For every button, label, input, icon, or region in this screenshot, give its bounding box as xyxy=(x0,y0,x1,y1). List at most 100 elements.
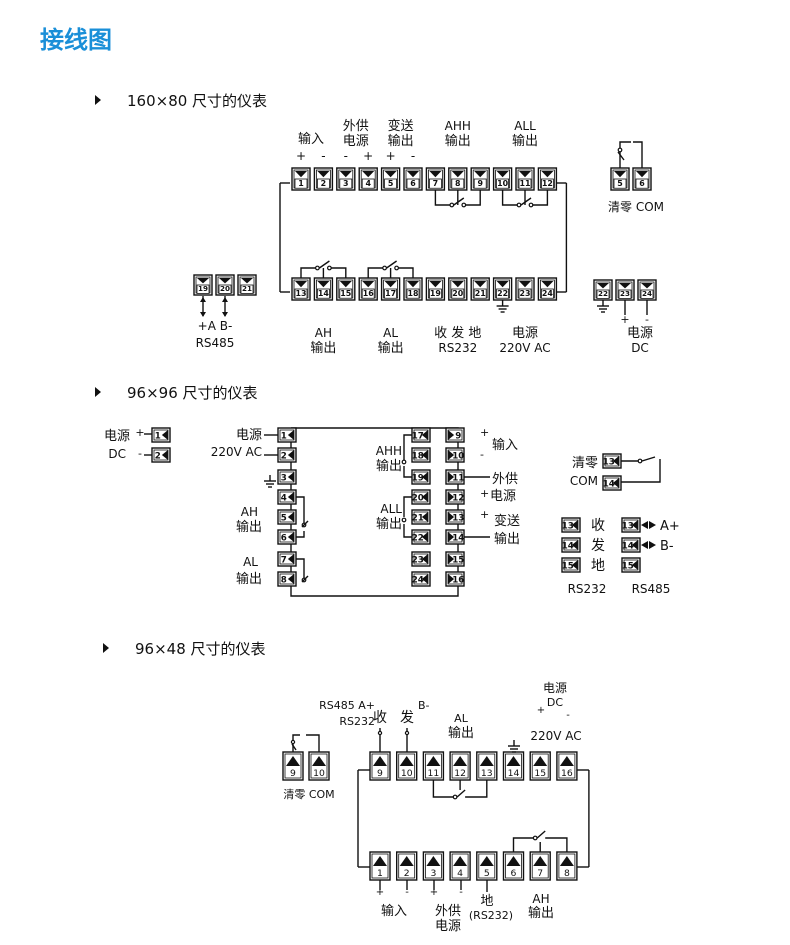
terminal-arrow-icon xyxy=(241,278,253,284)
frame xyxy=(290,427,459,597)
wire xyxy=(300,267,318,278)
label-all: ALL xyxy=(380,502,402,516)
terminal-inner xyxy=(371,853,389,879)
terminal-left-5: 5 xyxy=(277,509,297,525)
terminal-inner-24: 24 xyxy=(411,571,431,587)
contact xyxy=(617,147,623,153)
terminal-number: 10 xyxy=(497,179,509,188)
terminal-number: 16 xyxy=(452,576,464,586)
terminal-arrow-icon xyxy=(641,283,653,289)
terminal-number-plate xyxy=(196,284,210,294)
terminal-rs485-19: 19 xyxy=(193,274,213,296)
terminal-arrow-icon xyxy=(426,756,441,766)
terminal-inner xyxy=(505,853,522,879)
terminal-arrow-icon xyxy=(373,756,387,766)
terminal-arrow-icon xyxy=(317,171,330,178)
label-input: 输入 xyxy=(381,903,407,919)
label-gnd: 地 xyxy=(480,894,493,909)
label-al: AL xyxy=(383,326,398,340)
terminal-number: 20 xyxy=(220,284,230,293)
terminal-arrow-icon xyxy=(312,756,326,766)
relay-wire xyxy=(545,837,568,852)
terminal-frame xyxy=(561,517,581,533)
section-160x80-heading: 160×80 尺寸的仪表 xyxy=(95,90,267,111)
terminal-number: 9 xyxy=(290,768,296,779)
terminal-number: 14 xyxy=(508,768,520,779)
label-clear-com: 清零 COM xyxy=(608,200,664,214)
terminal-clear-5: 5 xyxy=(610,167,630,191)
contact xyxy=(637,458,643,464)
terminal-number: 8 xyxy=(455,179,461,188)
label-power: 电源 xyxy=(512,326,538,341)
terminal-left-7: 7 xyxy=(277,551,297,567)
contact xyxy=(382,265,388,271)
terminal-arrow-icon xyxy=(362,281,375,288)
terminal-2: 2 xyxy=(313,167,334,191)
terminal-number: 21 xyxy=(242,284,252,293)
polarity-sign: - xyxy=(411,149,415,163)
terminal-arrow-icon xyxy=(421,430,428,440)
terminal-number: 14 xyxy=(562,542,574,552)
terminal-arrow-icon xyxy=(407,171,419,178)
terminal-number: 17 xyxy=(412,432,424,442)
terminal-number-plate xyxy=(384,178,398,189)
terminal-arrow-icon xyxy=(453,756,468,766)
contact xyxy=(516,202,522,208)
arrow-left-icon xyxy=(641,521,648,529)
switch-blade xyxy=(520,197,532,206)
terminal-arrow-icon xyxy=(421,450,428,460)
terminal-inner xyxy=(558,853,576,879)
terminal-arrow-icon xyxy=(421,554,428,564)
label-power-ac: 220V AC xyxy=(530,729,581,743)
terminal-arrow-icon xyxy=(287,472,294,482)
wire xyxy=(463,190,481,206)
contact xyxy=(327,265,332,271)
label-rs485-pin: A+ xyxy=(660,519,680,534)
terminal-arrow-icon xyxy=(541,281,554,288)
terminal-number: 6 xyxy=(410,179,416,188)
terminal-number: 12 xyxy=(542,179,553,188)
terminal-inner xyxy=(424,853,442,879)
terminal-rs485-14: 14 xyxy=(621,537,641,553)
contact xyxy=(315,265,320,271)
terminal-arrow-icon xyxy=(533,856,548,866)
terminal-inner-10: 10 xyxy=(445,447,465,463)
terminal-number-plate xyxy=(339,288,353,299)
terminal-11: 11 xyxy=(422,751,445,781)
label-power: 220V AC xyxy=(499,341,550,355)
terminal-inner xyxy=(478,853,496,879)
switch-blade xyxy=(456,789,466,798)
label-input: 输入 xyxy=(298,131,324,147)
label-aux: 电源 xyxy=(343,134,369,149)
terminal-arrow-icon xyxy=(448,512,455,522)
terminal-frame xyxy=(151,427,171,443)
terminal-arrow-icon xyxy=(448,450,455,460)
section-96x96-heading: 96×96 尺寸的仪表 xyxy=(95,382,258,403)
terminal-left-8: 8 xyxy=(277,571,297,587)
terminal-number: 11 xyxy=(452,474,464,484)
terminal-arrow-icon xyxy=(448,532,455,542)
terminal-3: 3 xyxy=(422,851,445,881)
label-rs232-1: 发 xyxy=(591,538,605,554)
terminal-number: 10 xyxy=(401,768,413,779)
terminal-arrow-icon xyxy=(571,540,578,550)
terminal-number: 4 xyxy=(365,179,371,188)
terminal-arrow-icon xyxy=(597,283,609,289)
terminal-number-plate xyxy=(451,288,465,299)
clear-wire xyxy=(306,734,320,752)
terminal-dc-23: 23 xyxy=(615,279,635,301)
terminal-number-plate xyxy=(406,288,420,299)
terminal-number-plate xyxy=(316,178,330,189)
terminal-arrow-icon xyxy=(619,283,631,289)
terminal-number: 13 xyxy=(562,522,574,532)
terminal-13: 13 xyxy=(291,277,311,301)
terminal-arrow-icon xyxy=(448,430,455,440)
terminal-number: 5 xyxy=(484,868,490,879)
terminal-arrow-icon xyxy=(612,478,619,488)
terminal-arrow-icon xyxy=(631,520,638,530)
terminal-number-plate xyxy=(541,288,554,299)
polarity-sign: + xyxy=(363,149,373,163)
wire xyxy=(501,190,519,206)
terminal-number-plate xyxy=(406,178,420,189)
contact xyxy=(532,835,538,841)
